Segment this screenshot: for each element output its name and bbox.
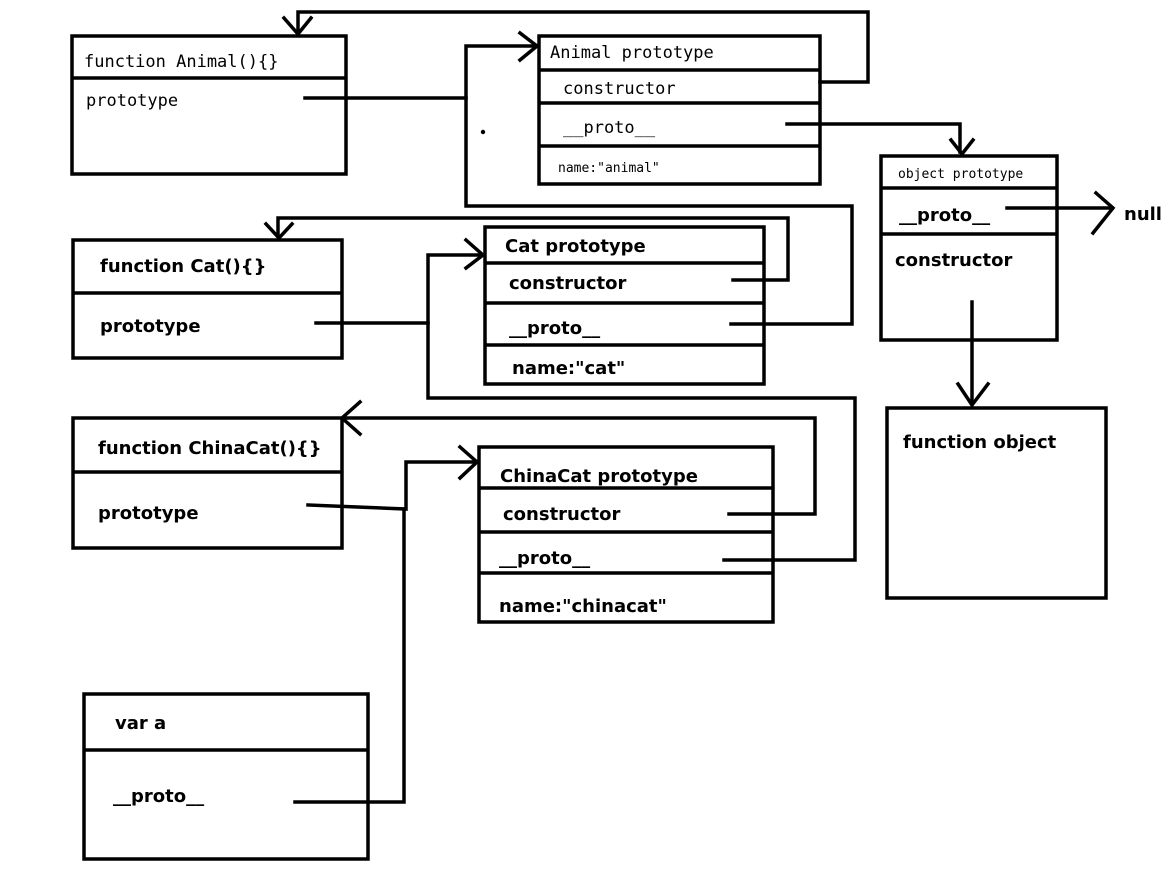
- var-a-proto-field: __proto__: [113, 786, 204, 807]
- arrow-cat-proto-link: [464, 96, 854, 326]
- node-cat-function: function Cat(){} prototype: [71, 238, 344, 360]
- chinacat-prototype-title: ChinaCat prototype: [500, 466, 698, 487]
- node-chinacat-function: function ChinaCat(){} prototype: [71, 416, 344, 550]
- cat-proto-field: __proto__: [509, 318, 600, 339]
- chinacat-name-field: name:"chinacat": [499, 596, 667, 617]
- node-var-a: var a __proto__: [82, 692, 370, 861]
- chinacat-function-title: function ChinaCat(){}: [98, 438, 322, 459]
- node-cat-prototype: Cat prototype constructor __proto__ name…: [483, 225, 766, 386]
- chinacat-proto-field: __proto__: [499, 548, 590, 569]
- arrow-chinacat-constructor-link: [339, 399, 817, 516]
- arrow-animal-proto-link: [785, 122, 976, 157]
- object-constructor-field: constructor: [895, 250, 1013, 271]
- node-animal-function: function Animal(){} prototype: [70, 34, 348, 176]
- animal-prototype-title: Animal prototype: [550, 43, 714, 63]
- animal-constructor-field: constructor: [563, 79, 676, 99]
- node-animal-prototype: Animal prototype constructor __proto__ n…: [537, 34, 822, 186]
- arrow-cat-constructor-link: [263, 216, 790, 282]
- cat-prototype-field: prototype: [100, 316, 201, 337]
- cat-name-field: name:"cat": [512, 358, 625, 379]
- arrow-cat-prototype-link: [314, 237, 486, 325]
- arrow-object-constructor-link: [955, 300, 991, 409]
- cat-prototype-title: Cat prototype: [505, 236, 646, 257]
- null-label: null: [1124, 204, 1162, 225]
- cat-function-title: function Cat(){}: [100, 256, 266, 277]
- chinacat-prototype-field: prototype: [98, 503, 199, 524]
- node-function-object: function object: [885, 406, 1108, 600]
- animal-name-field: name:"animal": [558, 161, 660, 176]
- var-a-title: var a: [115, 713, 166, 734]
- arrow-animal-prototype-link: [303, 30, 540, 100]
- arrow-chinacat-proto-link: [426, 321, 857, 562]
- chinacat-constructor-field: constructor: [503, 504, 621, 525]
- object-proto-field: __proto__: [899, 205, 990, 226]
- animal-function-title: function Animal(){}: [84, 52, 278, 72]
- object-prototype-title: object prototype: [898, 167, 1023, 182]
- animal-prototype-field: prototype: [86, 91, 178, 111]
- animal-proto-field: __proto__: [563, 118, 656, 138]
- arrow-object-proto-null: [1005, 190, 1116, 236]
- node-chinacat-prototype: ChinaCat prototype constructor __proto__…: [477, 445, 775, 624]
- node-object-prototype: object prototype __proto__ constructor: [879, 154, 1059, 342]
- stray-dot: [480, 129, 486, 135]
- function-object-title: function object: [903, 432, 1057, 453]
- arrow-animal-constructor-link: [281, 10, 870, 84]
- arrow-chinacat-prototype-link: [306, 444, 480, 511]
- cat-constructor-field: constructor: [509, 273, 627, 294]
- arrow-var-a-proto-link: [293, 507, 406, 804]
